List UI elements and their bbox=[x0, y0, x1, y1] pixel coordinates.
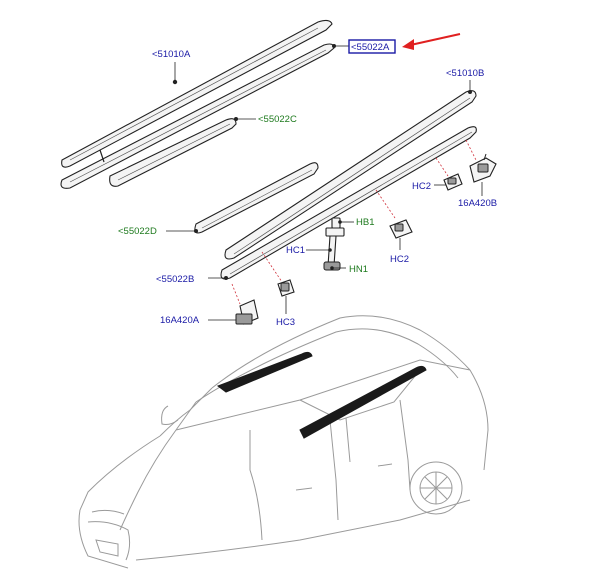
red-arrow-icon bbox=[402, 33, 461, 50]
leader-line bbox=[375, 189, 396, 219]
label-55022d[interactable]: <55022D bbox=[118, 226, 157, 237]
label-hc2-right[interactable]: HC2 bbox=[412, 181, 431, 192]
vehicle-rail-right-highlight bbox=[299, 365, 427, 439]
roof-rail-finisher-left[interactable] bbox=[60, 43, 335, 189]
leader-line bbox=[231, 283, 241, 305]
leader-line bbox=[465, 139, 477, 161]
label-55022c[interactable]: <55022C bbox=[258, 114, 297, 125]
label-55022b[interactable]: <55022B bbox=[156, 274, 194, 285]
label-hc2-center[interactable]: HC2 bbox=[390, 254, 409, 265]
label-hc3[interactable]: HC3 bbox=[276, 317, 295, 328]
bolt-assembly-hb1[interactable] bbox=[323, 217, 345, 271]
label-51010a[interactable]: <51010A bbox=[152, 49, 191, 60]
vehicle-outline bbox=[78, 315, 489, 569]
clip-hc2-right[interactable] bbox=[443, 173, 463, 191]
leader-line bbox=[435, 157, 449, 177]
label-16a420a[interactable]: 16A420A bbox=[160, 315, 200, 326]
roof-rail-left[interactable] bbox=[61, 19, 333, 168]
label-hc1[interactable]: HC1 bbox=[286, 245, 305, 256]
bracket-16a420b[interactable] bbox=[469, 153, 497, 183]
finisher-strip-55022c[interactable] bbox=[109, 118, 237, 187]
bracket-16a420a[interactable] bbox=[235, 299, 259, 325]
label-55022a[interactable]: <55022A bbox=[351, 42, 390, 53]
highlight-box bbox=[348, 39, 396, 54]
clip-hc3[interactable] bbox=[277, 279, 295, 297]
leader-line bbox=[261, 251, 283, 283]
roof-rail-finisher-right[interactable] bbox=[220, 126, 477, 280]
finisher-strip-55022d[interactable] bbox=[194, 162, 319, 234]
clip-hc2-center[interactable] bbox=[389, 219, 413, 239]
label-hn1[interactable]: HN1 bbox=[349, 264, 368, 275]
label-hb1[interactable]: HB1 bbox=[356, 217, 374, 228]
label-51010b[interactable]: <51010B bbox=[446, 68, 484, 79]
clip-mark bbox=[99, 149, 105, 163]
label-16a420b[interactable]: 16A420B bbox=[458, 198, 497, 209]
vehicle-rail-left-highlight bbox=[216, 351, 313, 393]
